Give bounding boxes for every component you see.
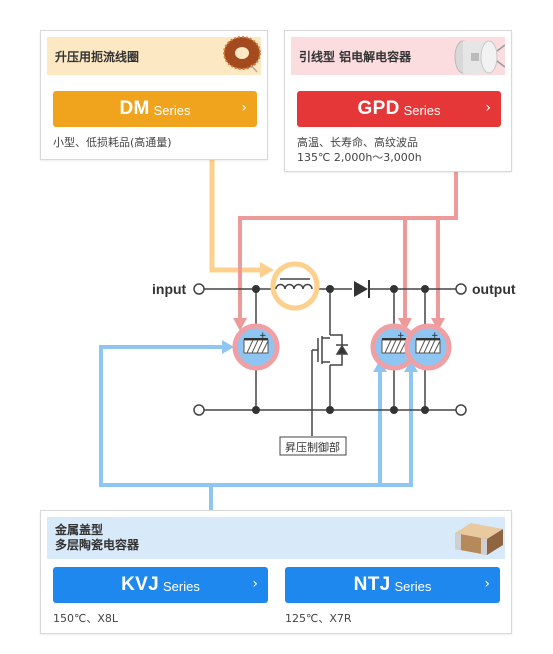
ceramic-card: 金属盖型 多层陶瓷电容器 KVJ Series › NTJ Series › 1… (40, 510, 512, 634)
ntj-desc: 125℃、X7R (285, 612, 352, 625)
svg-text:+: + (259, 331, 267, 341)
dm-series-name: DM (119, 98, 150, 119)
ceramic-card-title-line1: 金属盖型 (55, 523, 104, 537)
chevron-right-icon: › (241, 100, 247, 116)
inductor-card-title: 升压用扼流线圈 (55, 49, 140, 64)
chevron-right-icon: › (485, 100, 491, 116)
electrolytic-desc-line1: 高温、长寿命、高纹波品 (297, 136, 418, 149)
output-label: output (472, 281, 516, 297)
aluminum-capacitor-icon (454, 40, 505, 74)
chevron-right-icon: › (252, 576, 258, 592)
ntj-series-name: NTJ (353, 574, 391, 595)
inductor-connector-arrow (209, 160, 274, 278)
dm-series-suffix: Series (153, 103, 191, 118)
gpd-series-suffix: Series (403, 103, 441, 118)
kvj-series-suffix: Series (163, 579, 200, 594)
ceramic-card-title-line2: 多层陶瓷电容器 (55, 538, 140, 552)
inductor-symbol (270, 261, 320, 311)
capacitor-c3: + (404, 323, 452, 371)
input-label: input (152, 281, 187, 297)
electrolytic-connector-arrows (233, 172, 458, 331)
ceramic-connector-arrows (99, 340, 418, 510)
ntj-series-suffix: Series (394, 579, 432, 594)
boost-control-label: 昇压制御部 (285, 440, 340, 454)
kvj-desc: 150℃、X8L (53, 612, 119, 625)
kvj-series-button[interactable]: KVJ Series › (53, 567, 268, 603)
circuit-terminals (193, 283, 467, 416)
capacitor-c1: + (232, 323, 280, 371)
toroidal-inductor-icon (223, 36, 261, 73)
electrolytic-card-title: 引线型 铝电解电容器 (299, 49, 412, 64)
svg-text:+: + (397, 331, 405, 341)
ntj-series-button[interactable]: NTJ Series › (285, 567, 500, 603)
electrolytic-card-desc: 高温、长寿命、高纹波品 135℃ 2,000h～3,000h (297, 135, 422, 165)
circuit-junctions (252, 285, 429, 414)
boost-control-box: 昇压制御部 (279, 436, 347, 456)
kvj-series-name: KVJ (121, 574, 159, 595)
dm-series-button[interactable]: DM Series › (53, 91, 257, 127)
inductor-card: 升压用扼流线圈 DM Series › 小型、低损耗品(高通量) (40, 30, 268, 160)
electrolytic-desc-line2: 135℃ 2,000h～3,000h (297, 151, 422, 164)
mosfet-switch-symbol (312, 334, 349, 366)
ceramic-capacitor-icon (455, 523, 503, 555)
diode-symbol (354, 280, 370, 298)
gpd-series-name: GPD (357, 98, 400, 119)
electrolytic-card: 引线型 铝电解电容器 GPD Series › 高温、长寿命、高纹波品 135℃… (284, 30, 512, 172)
gpd-series-button[interactable]: GPD Series › (297, 91, 501, 127)
inductor-card-desc: 小型、低损耗品(高通量) (53, 136, 172, 149)
svg-text:+: + (431, 331, 439, 341)
chevron-right-icon: › (484, 576, 490, 592)
ceramic-card-header: 金属盖型 多层陶瓷电容器 (47, 517, 505, 559)
